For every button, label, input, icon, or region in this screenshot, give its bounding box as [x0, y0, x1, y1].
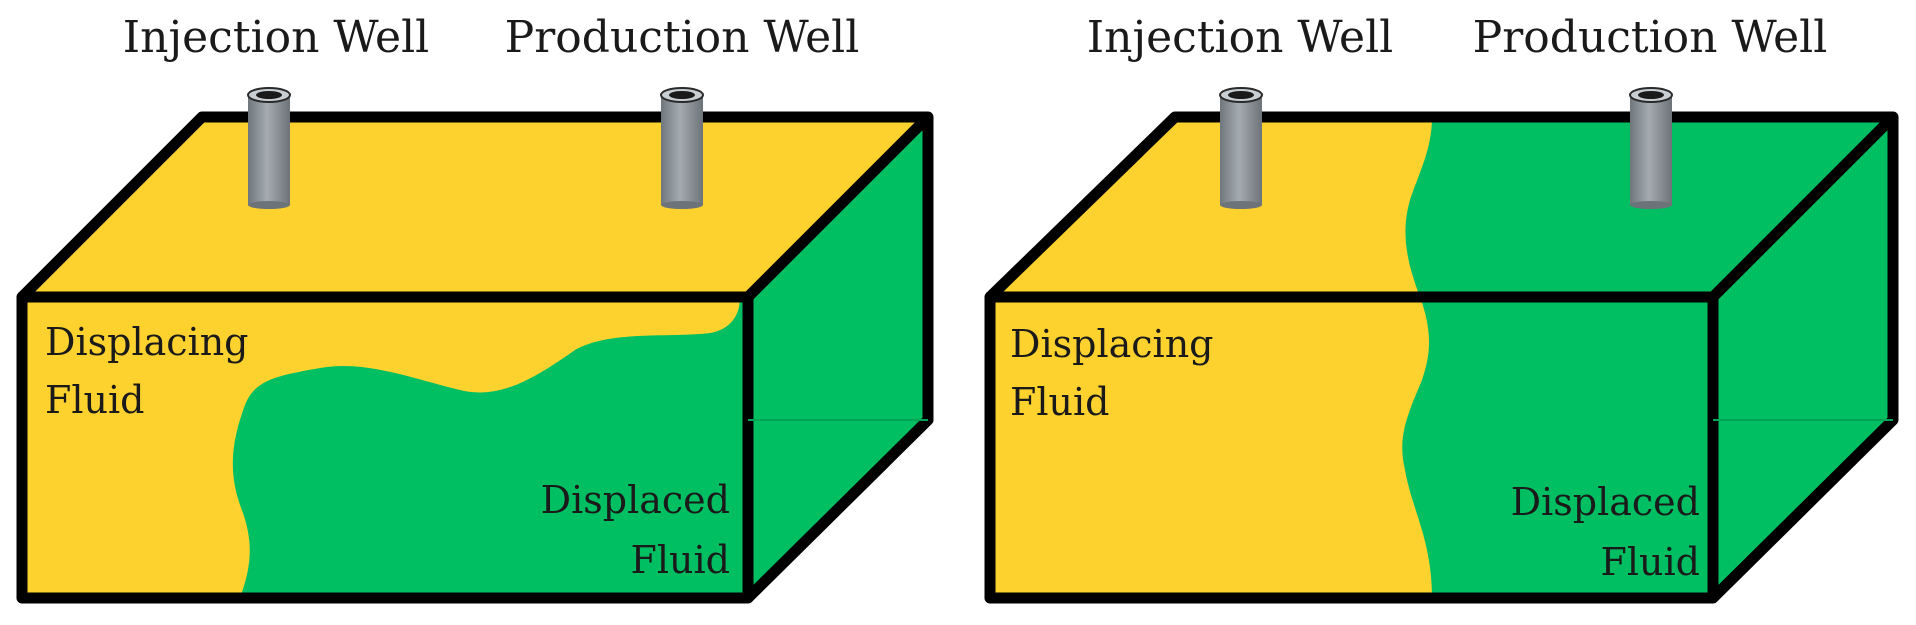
left-reservoir-panel: Injection Well Production Well [16, 12, 934, 604]
injection-well-label: Injection Well [1087, 12, 1393, 63]
injection-well-pipe [1219, 87, 1263, 209]
injection-well-label: Injection Well [123, 12, 429, 63]
displacing-fluid-label-line1: Displacing [45, 320, 249, 364]
injection-well-pipe [247, 87, 291, 209]
displacing-fluid-label-line2: Fluid [45, 378, 144, 422]
displacing-fluid-label-line1: Displacing [1010, 322, 1214, 366]
displacing-fluid-label-line2: Fluid [1010, 380, 1109, 424]
production-well-label: Production Well [505, 12, 860, 63]
displaced-fluid-label-line1: Displaced [1511, 480, 1700, 524]
right-reservoir-panel: Injection Well Production Well [984, 12, 1899, 604]
displacing-fluid-front-region [990, 297, 1432, 598]
production-well-label: Production Well [1473, 12, 1828, 63]
reservoir-side-face [748, 117, 928, 598]
production-well-pipe [1629, 87, 1673, 209]
displaced-fluid-label-line2: Fluid [631, 538, 730, 582]
displaced-fluid-label-line1: Displaced [541, 478, 730, 522]
reservoir-side-face [1713, 117, 1893, 598]
displacing-fluid-top-region [990, 117, 1432, 297]
displaced-fluid-label-line2: Fluid [1601, 540, 1700, 584]
displacing-fluid-finger-region [22, 297, 740, 598]
production-well-pipe [660, 87, 704, 209]
